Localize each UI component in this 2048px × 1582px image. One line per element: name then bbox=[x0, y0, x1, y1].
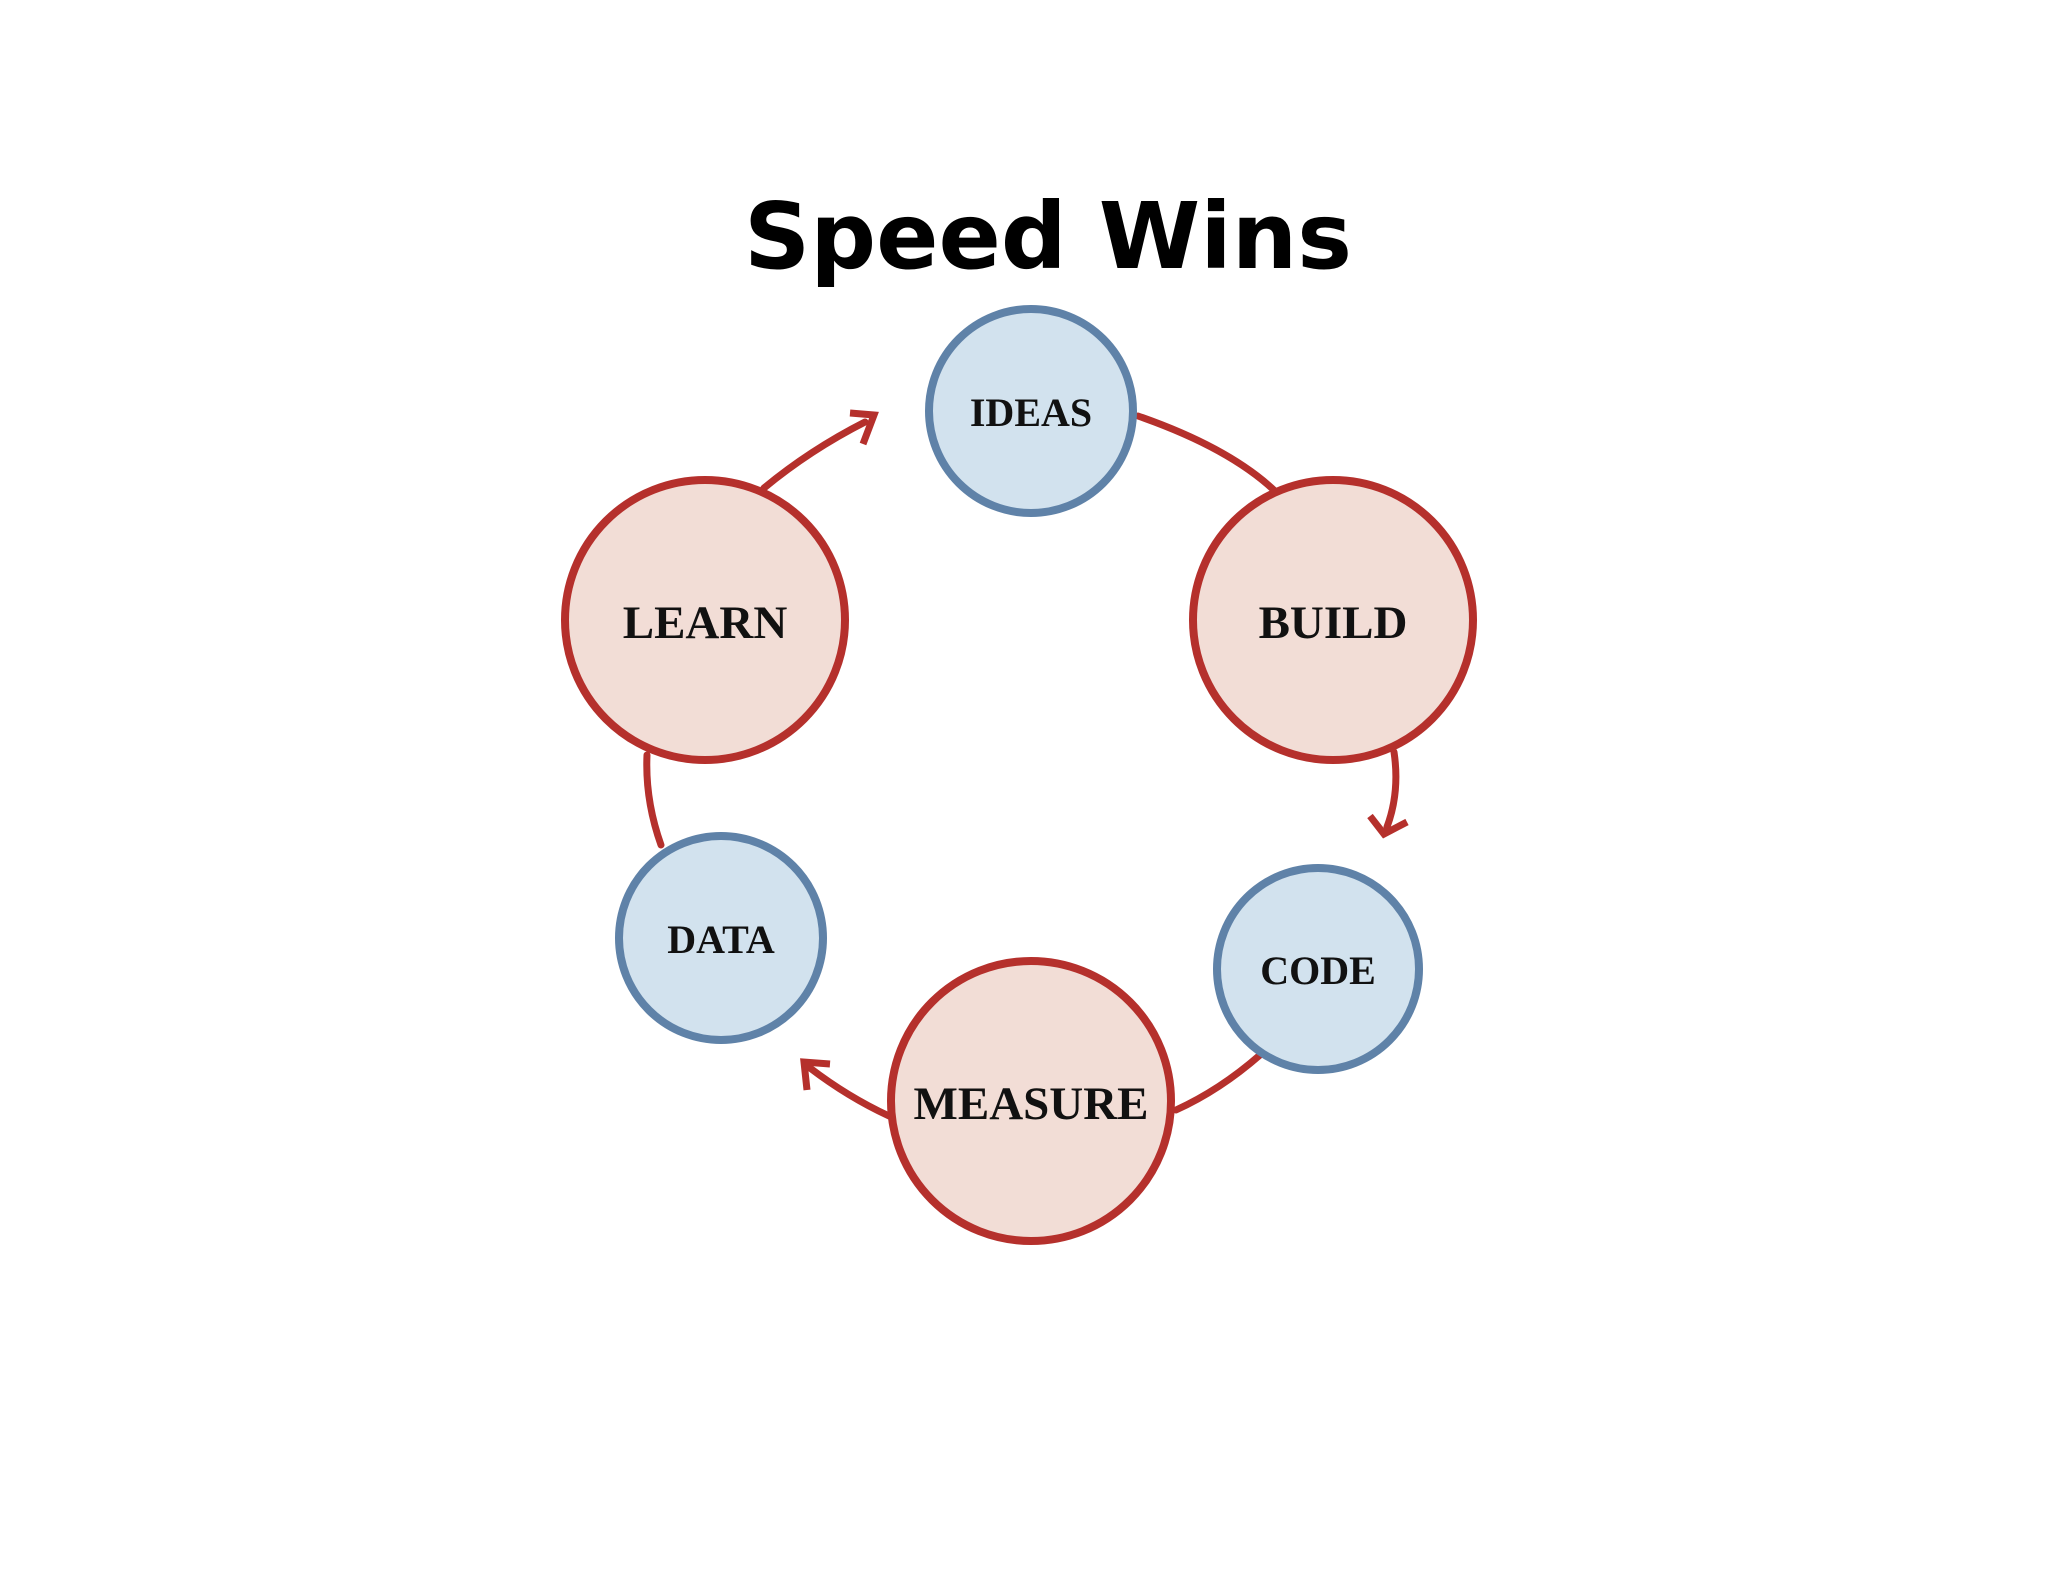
code-label: CODE bbox=[1260, 948, 1376, 993]
node-build: BUILD bbox=[1189, 476, 1477, 764]
connector-measure-to-data bbox=[806, 1064, 893, 1120]
learn-circle bbox=[561, 476, 849, 764]
connector-ideas-to-build bbox=[1134, 412, 1280, 496]
learn-label: LEARN bbox=[623, 597, 788, 649]
measure-circle bbox=[887, 957, 1175, 1245]
node-measure: MEASURE bbox=[887, 957, 1175, 1245]
arrowhead-learn-to-ideas bbox=[849, 409, 879, 446]
measure-label: MEASURE bbox=[913, 1078, 1148, 1130]
cycle-connectors bbox=[643, 409, 1409, 1120]
node-data: DATA bbox=[615, 832, 827, 1044]
arrowhead-measure-to-data bbox=[800, 1058, 831, 1091]
diagram-title: Speed Wins bbox=[744, 183, 1352, 290]
connector-code-to-measure bbox=[1172, 1051, 1264, 1114]
arrowhead-build-to-code bbox=[1367, 813, 1409, 839]
node-learn: LEARN bbox=[561, 476, 849, 764]
build-circle bbox=[1189, 476, 1477, 764]
data-circle bbox=[615, 832, 827, 1044]
ideas-label: IDEAS bbox=[970, 390, 1092, 435]
node-ideas: IDEAS bbox=[925, 305, 1137, 517]
connector-build-to-code bbox=[1383, 748, 1400, 831]
connector-learn-to-ideas bbox=[760, 418, 869, 492]
connector-data-to-learn bbox=[643, 751, 665, 849]
code-circle bbox=[1213, 864, 1423, 1074]
build-label: BUILD bbox=[1259, 597, 1408, 649]
data-label: DATA bbox=[667, 917, 775, 962]
ideas-circle bbox=[925, 305, 1137, 517]
node-code: CODE bbox=[1213, 864, 1423, 1074]
